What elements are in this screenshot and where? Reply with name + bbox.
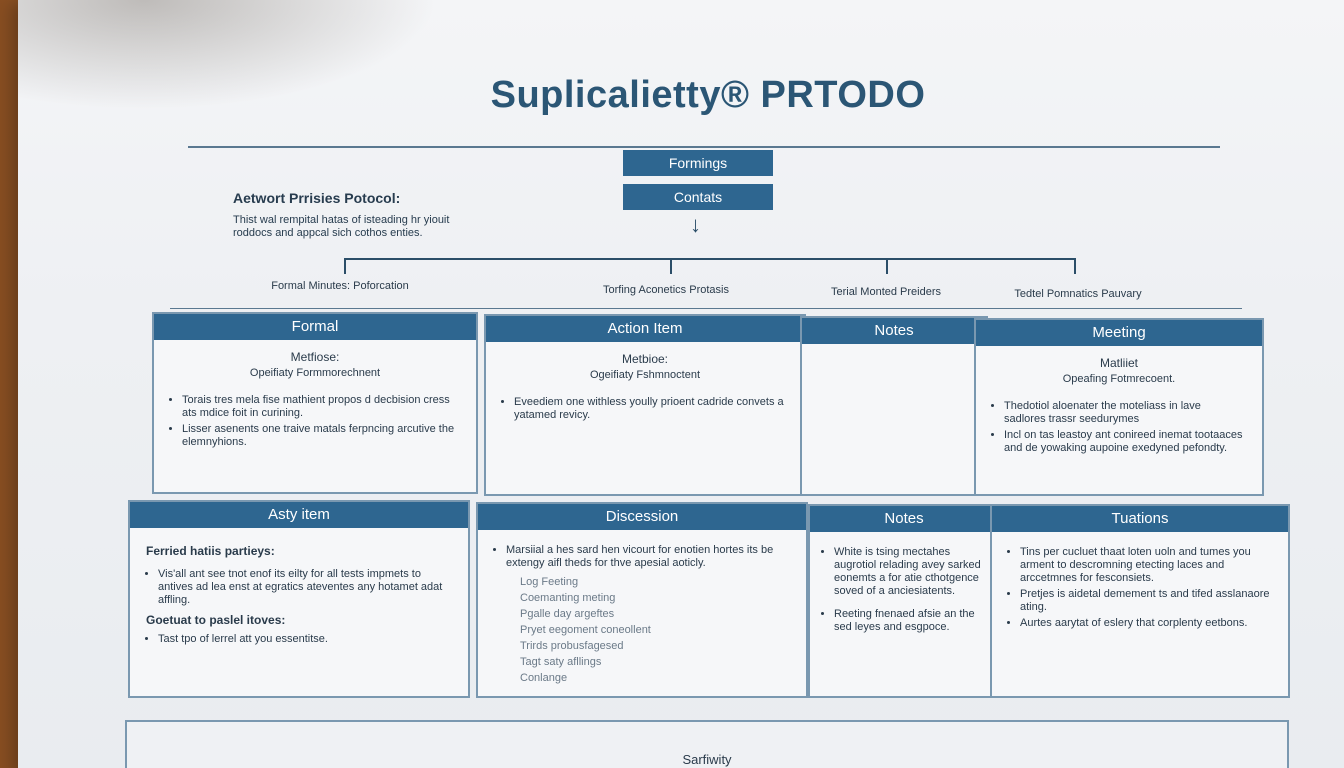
card-header: Discession: [478, 504, 806, 530]
down-arrow-icon: ↓: [690, 212, 701, 237]
list-item: Vis'all ant see tnot enof its eilty for …: [158, 568, 450, 607]
list-item: White is tsing mectahes augrotiol reladi…: [834, 546, 988, 598]
list-item: Conlange: [520, 672, 568, 684]
card-header: Notes: [802, 318, 986, 344]
side-note-heading: Aetwort Prrisies Potocol:: [233, 190, 401, 206]
card-subtitle-text: Opeifiaty Formmorechnent: [249, 367, 381, 379]
branch-label-4: Tedtel Pomnatics Pauvary: [1014, 288, 1142, 300]
card-subtitle-text: Ogeifiaty Fshmnoctent: [589, 369, 701, 381]
list-item: Log Feeting: [520, 576, 579, 588]
branch-tick-1: [344, 258, 346, 274]
card-bullets-2: Tast tpo of lerrel att you essentitse.: [158, 633, 450, 646]
branch-label-3: Terial Monted Preiders: [830, 286, 942, 298]
document-paper: Suplicalietty® PRTODO Formings Contats ↓…: [18, 0, 1344, 768]
card-subtitle-text: Opeafing Fotmrecoent.: [1062, 373, 1176, 385]
list-item: Pgalle day argeftes: [520, 608, 615, 620]
bottom-section: Sarfiwity: [125, 720, 1289, 768]
document-title: Suplicalietty® PRTODO: [490, 74, 926, 116]
list-item: Thedotiol aloenater the moteliass in lav…: [1004, 400, 1244, 426]
card-action-item: Action Item Metbioe: Ogeifiaty Fshmnocte…: [484, 314, 806, 496]
list-item: Eveediem one withless yoully prioent cad…: [514, 396, 786, 422]
card-section-heading-2: Goetuat to paslel itoves:: [146, 613, 286, 627]
list-item: Lisser asenents one traive matals ferpnc…: [182, 423, 458, 449]
list-item: Tagt saty afllings: [520, 656, 602, 668]
card-notes-2: Notes White is tsing mectahes augrotiol …: [808, 504, 1000, 698]
card-meeting: Meeting Matliiet Opeafing Fotmrecoent. T…: [974, 318, 1264, 496]
title-rule: [188, 146, 1220, 148]
card-subtitle-strong: Matliiet: [1099, 356, 1138, 370]
card-formal: Formal Metfiose: Opeifiaty Formmorechnen…: [152, 312, 478, 494]
card-header: Tuations: [992, 506, 1288, 532]
list-item: Aurtes aarytat of eslery that corplenty …: [1020, 617, 1270, 630]
top-box-formings: Formings: [623, 150, 773, 176]
side-note-text: Thist wal rempital hatas of isteading hr…: [233, 214, 450, 239]
card-bullets: White is tsing mectahes augrotiol reladi…: [834, 546, 988, 634]
card-subtitle: Metfiose: Opeifiaty Formmorechnent: [154, 350, 476, 380]
list-item: Coemanting meting: [520, 592, 616, 604]
card-subtitle-strong: Metbioe:: [621, 352, 669, 366]
top-box-contats: Contats: [623, 184, 773, 210]
list-item: Torais tres mela fise mathient propos d …: [182, 394, 458, 420]
list-item: Tins per cucluet thaat loten uoln and tu…: [1020, 546, 1270, 585]
branch-tick-2: [670, 258, 672, 274]
card-notes-1: Notes: [800, 316, 988, 496]
card-bullets: Marsiial a hes sard hen vicourt for enot…: [506, 544, 788, 570]
list-item: Trirds probusfagesed: [520, 640, 624, 652]
side-note: Aetwort Prrisies Potocol: Thist wal remp…: [233, 190, 473, 240]
card-bullets: Vis'all ant see tnot enof its eilty for …: [158, 568, 450, 607]
list-item: Pryet eegoment coneollent: [520, 624, 651, 636]
branch-label-1: Formal Minutes: Poforcation: [271, 280, 409, 292]
card-asty-item: Asty item Ferried hatiis partieys: Vis'a…: [128, 500, 470, 698]
card-header: Formal: [154, 314, 476, 340]
card-section-heading: Ferried hatiis partieys:: [146, 544, 275, 558]
card-subitems: Log Feeting Coemanting meting Pgalle day…: [520, 576, 788, 685]
card-bullets: Thedotiol aloenater the moteliass in lav…: [1004, 400, 1244, 455]
card-subtitle-strong: Metfiose:: [290, 350, 340, 364]
card-subtitle: Matliiet Opeafing Fotmrecoent.: [976, 356, 1262, 386]
bottom-section-label: Sarfiwity: [682, 752, 732, 767]
card-bullets: Eveediem one withless yoully prioent cad…: [514, 396, 786, 422]
card-discession: Discession Marsiial a hes sard hen vicou…: [476, 502, 808, 698]
card-header: Asty item: [130, 502, 468, 528]
card-tuations: Tuations Tins per cucluet thaat loten uo…: [990, 504, 1290, 698]
list-item: Pretjes is aidetal demement ts and tifed…: [1020, 588, 1270, 614]
list-item: Incl on tas leastoy ant conireed inemat …: [1004, 429, 1244, 455]
card-subtitle: Metbioe: Ogeifiaty Fshmnoctent: [486, 352, 804, 382]
list-item: Reeting fnenaed afsie an the sed leyes a…: [834, 608, 988, 634]
card-bullets: Torais tres mela fise mathient propos d …: [182, 394, 458, 449]
card-header: Action Item: [486, 316, 804, 342]
section-rule: [170, 308, 1242, 309]
branch-tick-4: [1074, 258, 1076, 274]
card-header: Meeting: [976, 320, 1262, 346]
list-item: Marsiial a hes sard hen vicourt for enot…: [506, 544, 788, 570]
branch-label-2: Torfing Aconetics Protasis: [603, 284, 729, 296]
branch-tick-3: [886, 258, 888, 274]
list-item: Tast tpo of lerrel att you essentitse.: [158, 633, 450, 646]
branch-line: [344, 258, 1076, 260]
card-bullets: Tins per cucluet thaat loten uoln and tu…: [1020, 546, 1270, 630]
card-header: Notes: [810, 506, 998, 532]
